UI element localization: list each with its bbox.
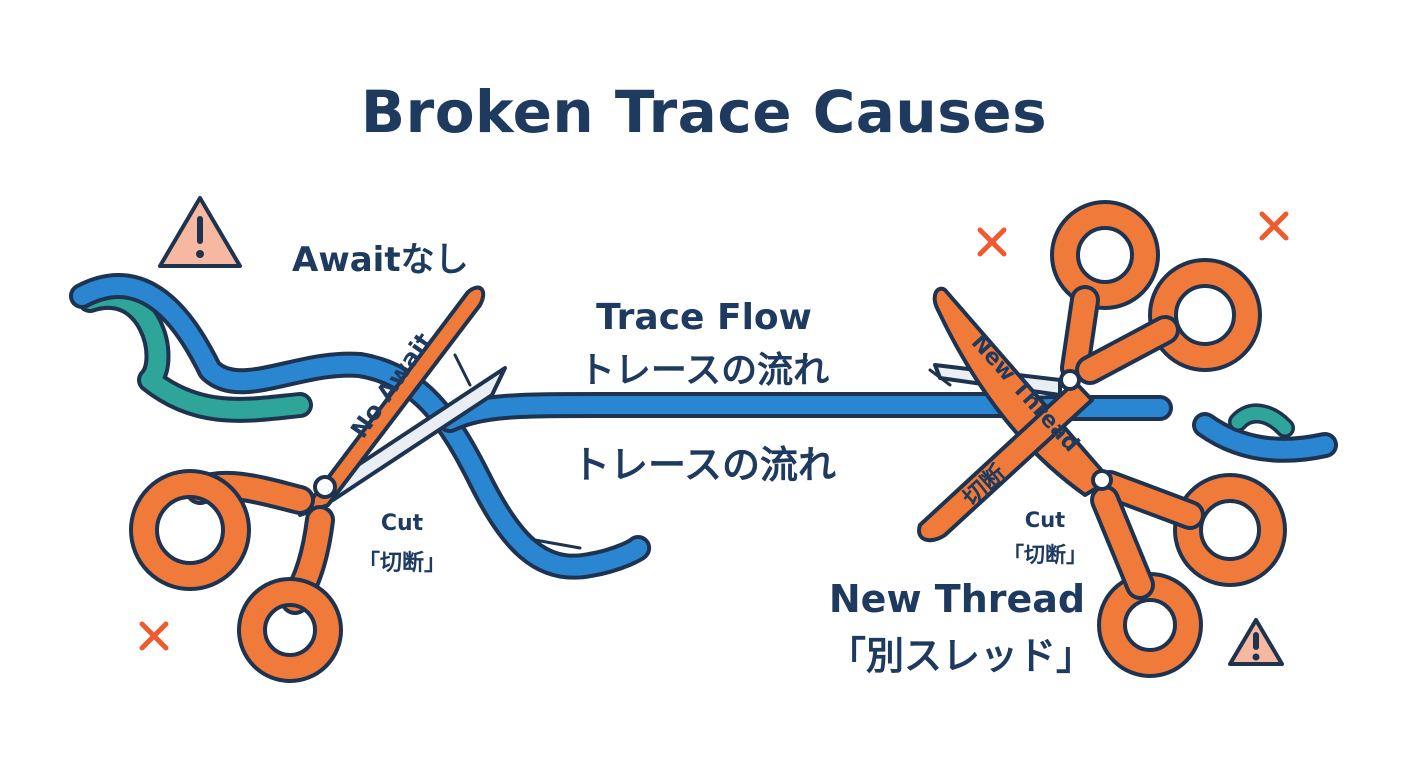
x-mark-icon — [139, 621, 169, 651]
trace-flow-label-jp-bottom: トレースの流れ — [571, 443, 837, 487]
x-mark-icon — [977, 227, 1007, 257]
cut-label-right: Cut — [1024, 508, 1066, 532]
cause-label-no-await: Awaitなし — [292, 240, 469, 280]
cut-label-left-jp: 「切断」 — [357, 551, 446, 576]
warning-triangle-icon — [1228, 618, 1284, 666]
scissors-icon — [917, 200, 1287, 678]
cut-label-right-jp: 「切断」 — [1003, 543, 1087, 567]
cause-label-new-thread-jp: 「別スレッド」 — [828, 634, 1095, 678]
cut-label-left: Cut — [380, 511, 424, 536]
cause-label-new-thread: New Thread — [828, 577, 1086, 621]
warning-triangle-icon — [158, 196, 242, 268]
scissors-icon — [129, 285, 507, 683]
x-mark-icon — [1259, 211, 1289, 241]
trace-flow-label: Trace Flow — [596, 297, 812, 338]
page-title: Broken Trace Causes — [360, 78, 1048, 146]
trace-flow-label-jp-top: トレースの流れ — [578, 350, 830, 391]
